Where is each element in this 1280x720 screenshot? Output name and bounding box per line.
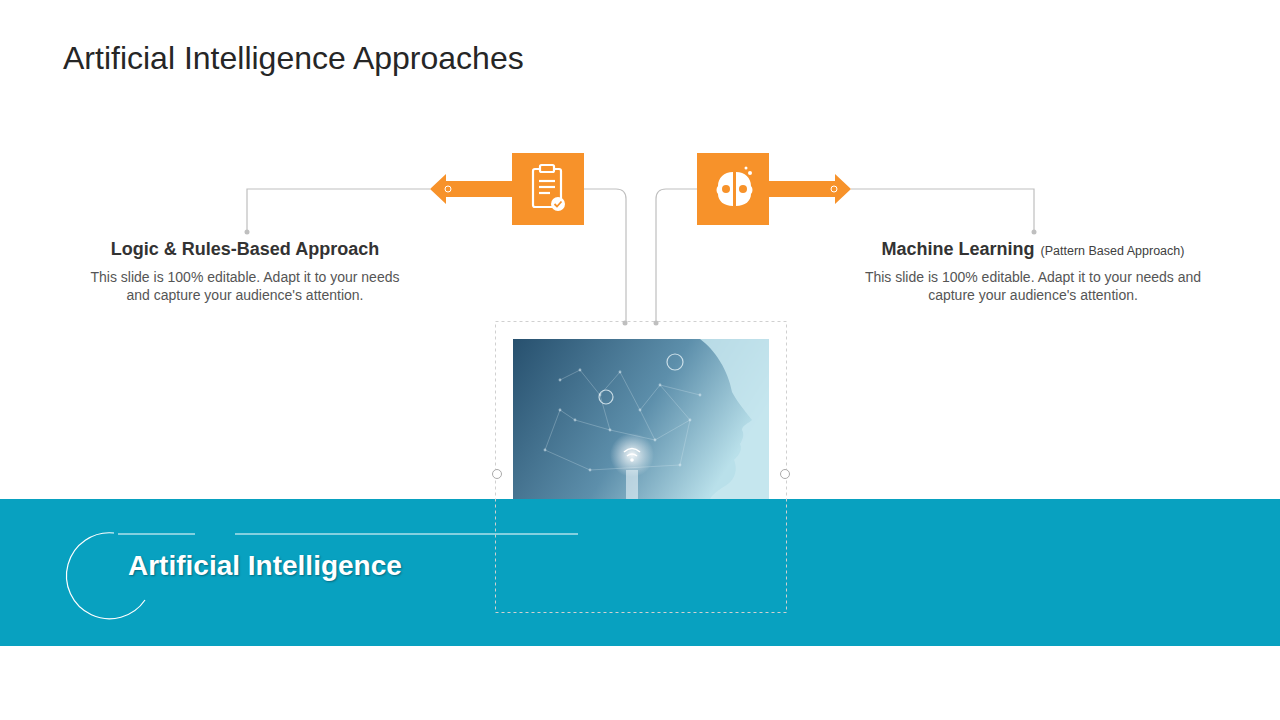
band-title: Artificial Intelligence	[128, 550, 402, 582]
approach-block: Machine Learning (Pattern Based Approach)…	[848, 239, 1218, 304]
ai-band: Artificial Intelligence	[0, 499, 1280, 646]
heading-line: Logic & Rules-Based Approach	[80, 239, 410, 260]
heading-line: Machine Learning (Pattern Based Approach)	[848, 239, 1218, 260]
approach-subheading: (Pattern Based Approach)	[1041, 244, 1185, 258]
approach-heading: Machine Learning	[882, 239, 1035, 259]
approach-block: Logic & Rules-Based ApproachThis slide i…	[80, 239, 410, 304]
approach-heading: Logic & Rules-Based Approach	[111, 239, 379, 259]
description-text: This slide is 100% editable. Adapt it to…	[80, 268, 410, 304]
description-text: This slide is 100% editable. Adapt it to…	[848, 268, 1218, 304]
slide-title: Artificial Intelligence Approaches	[63, 40, 1280, 77]
